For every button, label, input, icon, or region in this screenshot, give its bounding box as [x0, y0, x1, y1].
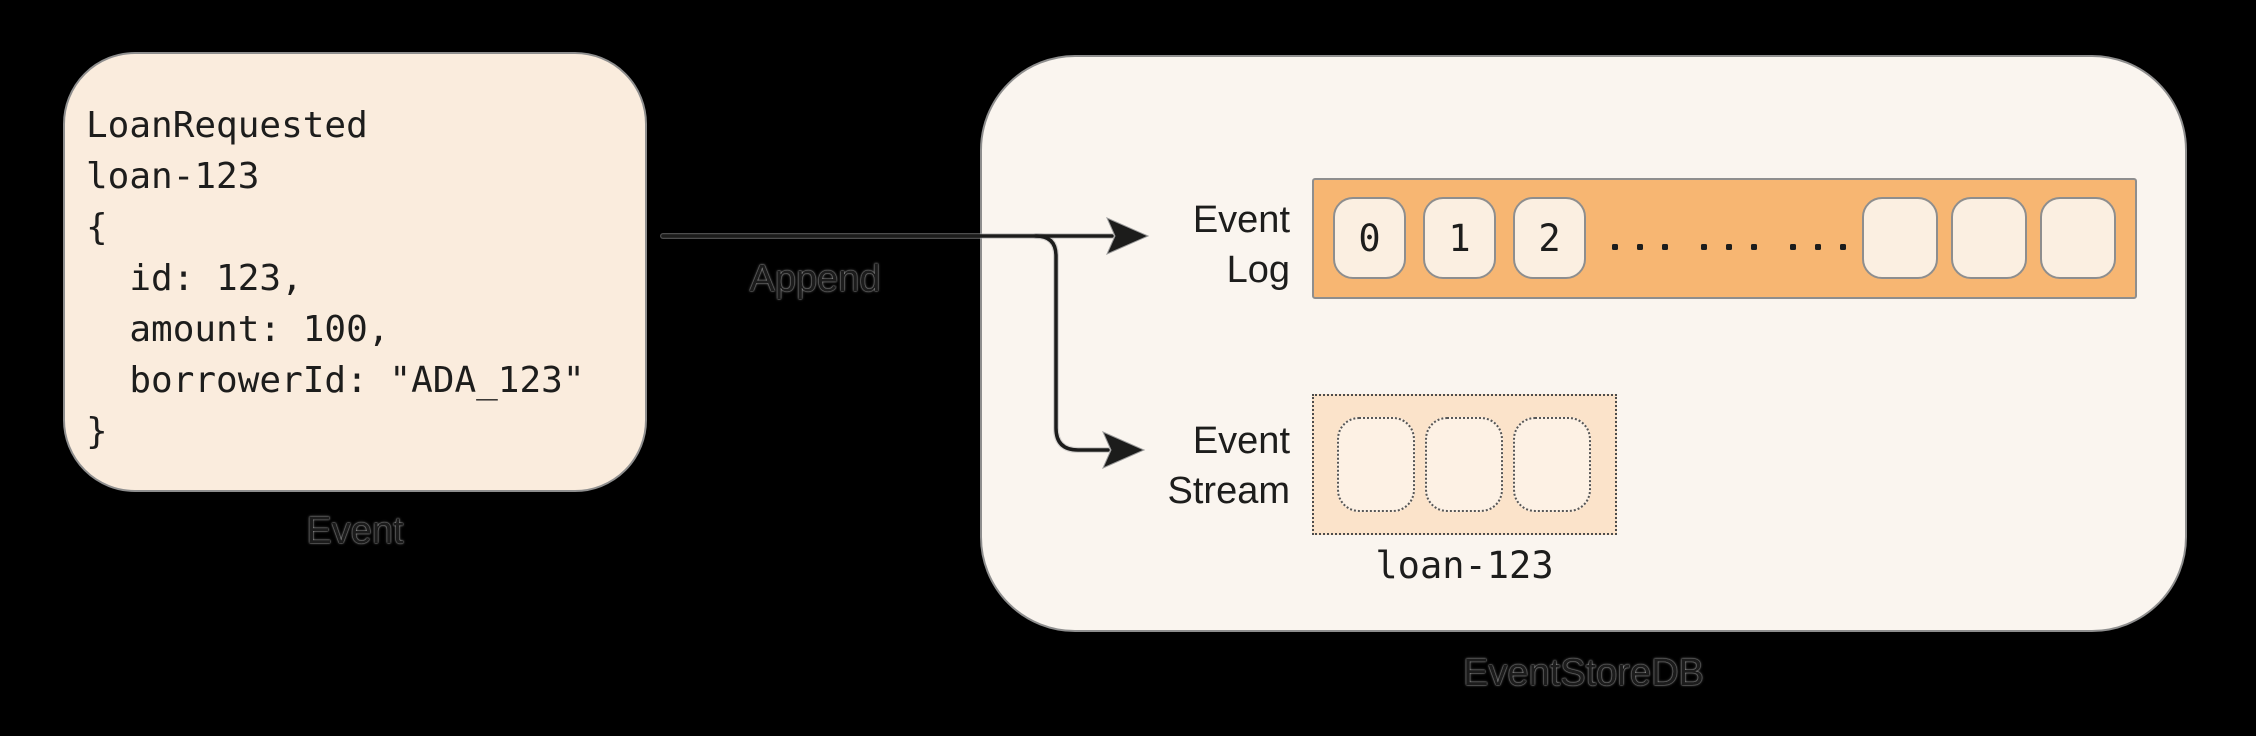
event-stream-label: Event Stream [1100, 416, 1290, 516]
event-log-bar: 0 1 2 [1312, 178, 2137, 299]
event-log-label: Event Log [1100, 195, 1290, 295]
event-log-cell-2: 2 [1513, 197, 1586, 279]
ellipsis-dots [1612, 244, 1846, 250]
eventstoredb-box: Event Log 0 1 2 [980, 55, 2187, 632]
ellipsis-dot [1612, 244, 1618, 250]
ellipsis-group [1701, 244, 1757, 250]
event-stream-empty-cell [1513, 417, 1591, 512]
event-log-label-line2: Log [1226, 249, 1290, 291]
event-log-empty-cell [1951, 197, 2027, 279]
ellipsis-group [1790, 244, 1846, 250]
event-log-empty-cells [1862, 197, 2116, 279]
ellipsis-dot [1751, 244, 1757, 250]
event-stream-box [1312, 394, 1617, 535]
stream-name: loan-123 [1375, 544, 1554, 587]
eventstoredb-caption: EventStoreDB [1463, 652, 1704, 694]
ellipsis-dot [1701, 244, 1707, 250]
event-stream-empty-cell [1337, 417, 1415, 512]
event-card: LoanRequested loan-123 { id: 123, amount… [63, 52, 647, 492]
event-code: LoanRequested loan-123 { id: 123, amount… [86, 105, 585, 452]
event-stream-label-line1: Event [1192, 420, 1290, 462]
ellipsis-group [1612, 244, 1668, 250]
event-log-empty-cell [1862, 197, 1938, 279]
ellipsis-dot [1637, 244, 1643, 250]
ellipsis-dot [1790, 244, 1796, 250]
event-log-cell-1: 1 [1423, 197, 1496, 279]
event-caption: Event [306, 510, 404, 552]
event-log-numbered-cells: 0 1 2 [1333, 197, 1586, 279]
event-log-label-line1: Event [1192, 199, 1290, 241]
event-log-cell-0: 0 [1333, 197, 1406, 279]
event-log-empty-cell [2040, 197, 2116, 279]
event-stream-label-line2: Stream [1167, 470, 1290, 512]
ellipsis-dot [1726, 244, 1732, 250]
event-stream-empty-cell [1425, 417, 1503, 512]
ellipsis-dot [1840, 244, 1846, 250]
ellipsis-dot [1815, 244, 1821, 250]
ellipsis-dot [1662, 244, 1668, 250]
append-label: Append [749, 258, 881, 300]
